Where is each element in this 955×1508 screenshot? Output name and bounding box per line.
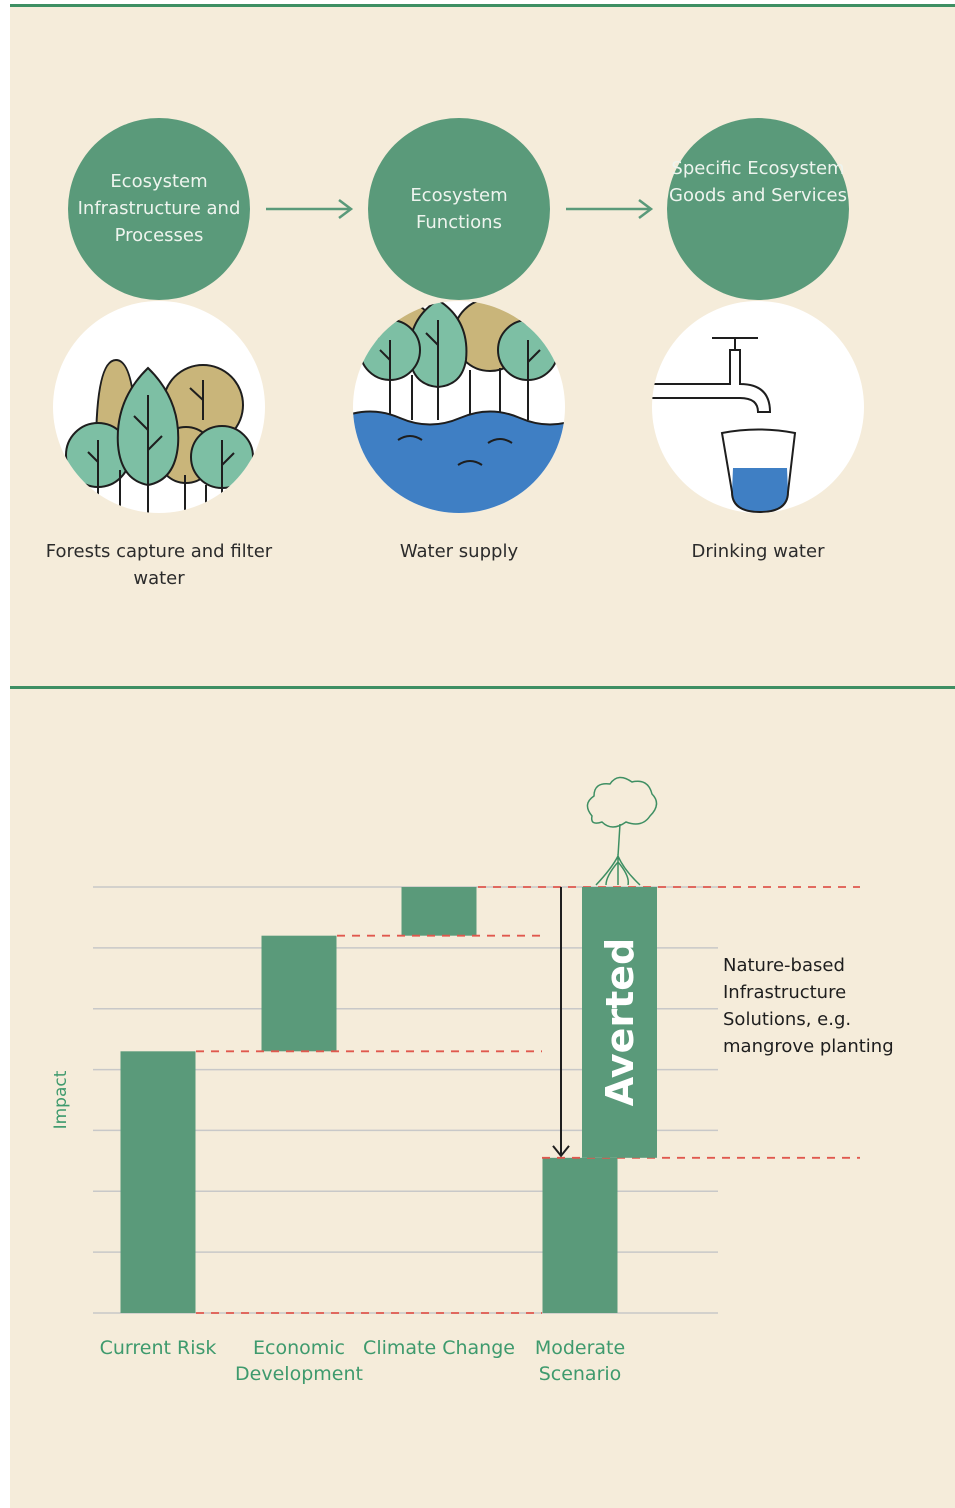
- y-axis-label: Impact: [51, 1070, 71, 1130]
- river-icon: [353, 301, 565, 513]
- category-label-climate-change: Climate Change: [363, 1337, 515, 1359]
- averted-bar: Averted: [582, 887, 657, 1157]
- tap-icon: [652, 301, 864, 513]
- step-3-caption: Drinking water: [691, 541, 825, 562]
- averted-label: Averted: [597, 937, 642, 1107]
- category-label-economic-development: Economic Development: [235, 1337, 363, 1385]
- flow-diagram: [53, 118, 864, 513]
- forest-icon: [53, 301, 265, 513]
- step-1-caption: Forests capture and filter water: [45, 541, 273, 589]
- averted-bar-fill: [582, 887, 657, 1158]
- category-label-current-risk: Current Risk: [99, 1337, 217, 1359]
- bar: [542, 1157, 618, 1313]
- down-arrow-head-icon: [552, 1145, 570, 1158]
- nature-based-solutions-note: Nature-based Infrastructure Solutions, e…: [723, 955, 894, 1057]
- arrow-icon: [266, 199, 354, 219]
- step-circle-3: [667, 118, 849, 300]
- category-label-moderate-scenario: Moderate Scenario: [534, 1337, 626, 1385]
- arrow-icon: [566, 199, 654, 219]
- step-2-label: Ecosystem Functions: [410, 185, 508, 233]
- step-2-caption: Water supply: [399, 541, 519, 562]
- step-circle-1: [68, 118, 250, 300]
- step-1-label: Ecosystem Infrastructure and Processes: [77, 171, 241, 246]
- bar: [261, 935, 337, 1052]
- bar: [120, 1051, 196, 1313]
- bar: [401, 887, 477, 936]
- step-3-label: Specific Ecosystem Goods and Services: [669, 158, 847, 206]
- mangrove-tree-icon: [586, 776, 658, 886]
- waterfall-chart: [93, 776, 860, 1314]
- step-circle-2: [368, 118, 550, 300]
